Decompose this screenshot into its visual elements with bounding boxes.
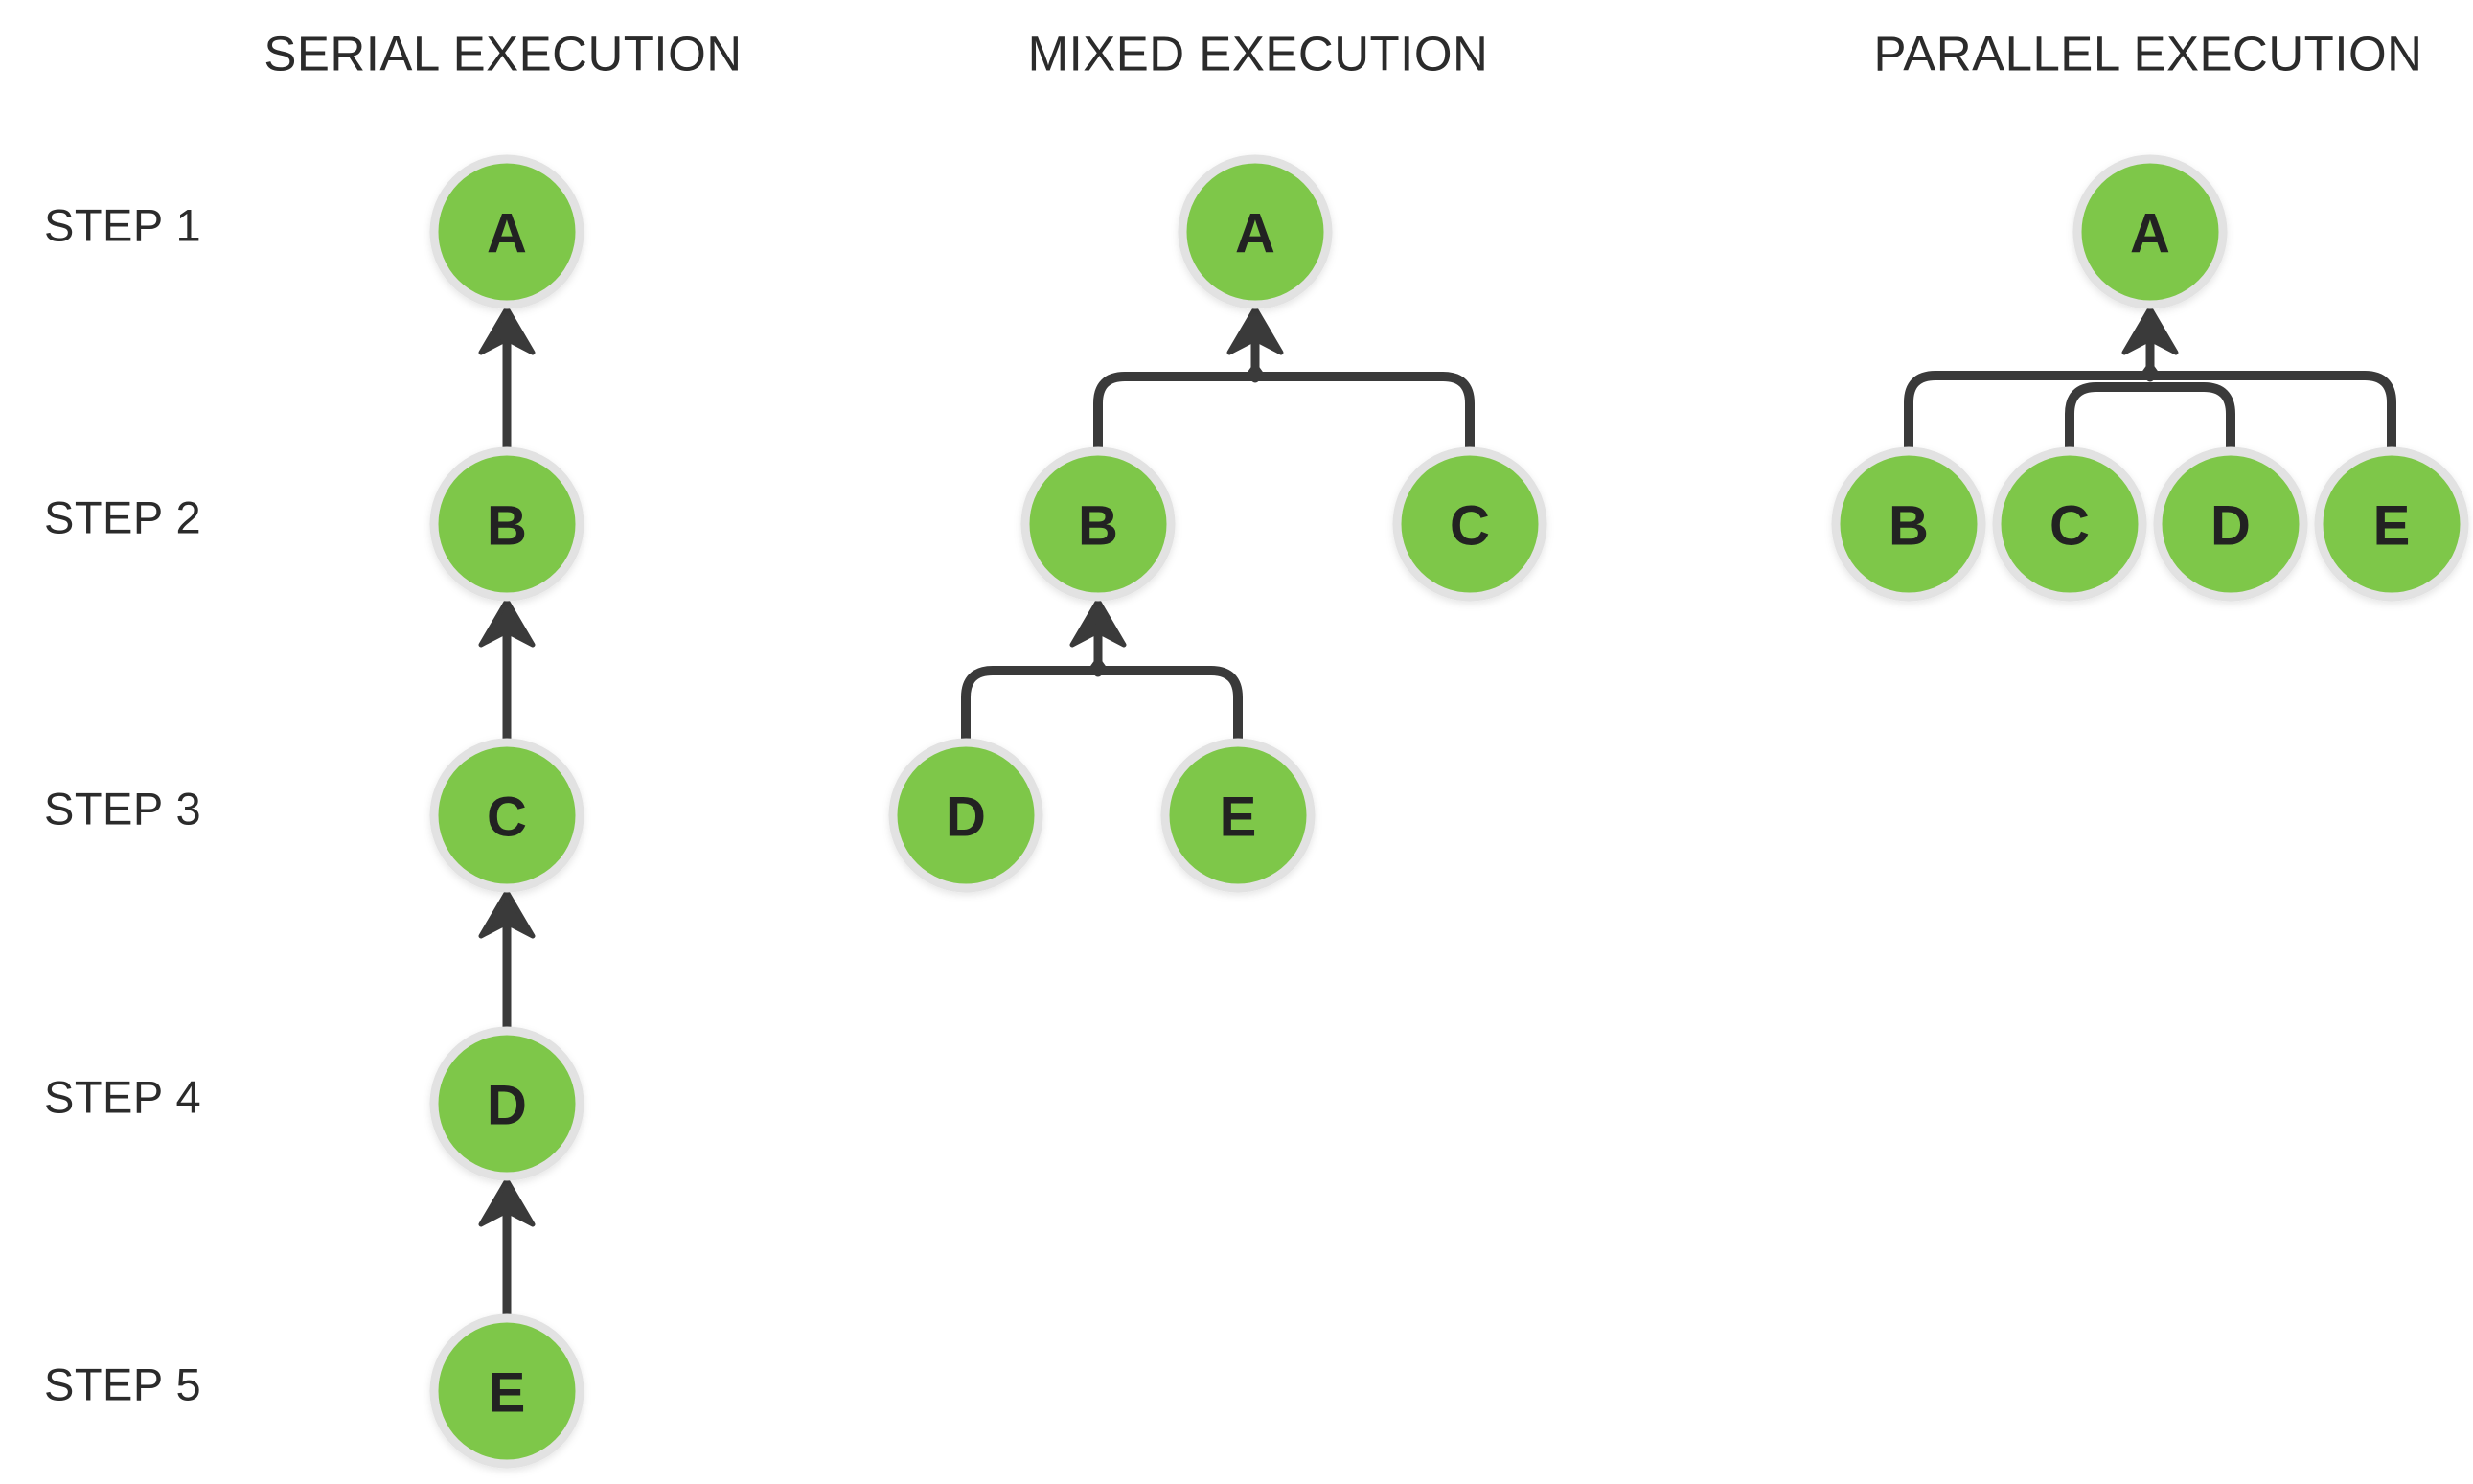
bracket-parallel-A-1 xyxy=(2065,382,2235,455)
serial-node-C-label: C xyxy=(487,787,527,849)
mixed-node-D xyxy=(888,738,1043,893)
mixed-node-D-label: D xyxy=(946,787,986,849)
mixed-node-C-label: C xyxy=(1450,495,1490,558)
column-title-serial: SERIAL EXECUTION xyxy=(263,27,742,81)
column-mixed-nodes: A B C D E xyxy=(888,154,1547,893)
junction-flare-A xyxy=(1241,361,1270,381)
column-serial-nodes: A B C D E xyxy=(429,154,584,1469)
step-label-3: STEP 3 xyxy=(44,784,201,834)
parallel-node-B-label: B xyxy=(1889,495,1929,558)
bracket-mixed-A-0 xyxy=(1093,372,1475,455)
junction-flare-B xyxy=(1084,655,1112,675)
parallel-node-B xyxy=(1831,446,1986,602)
serial-node-B xyxy=(429,446,584,602)
step-label-1: STEP 1 xyxy=(44,200,201,251)
step-label-5: STEP 5 xyxy=(44,1359,201,1410)
nodes-layer: A B C D E A B C D E A B C D E xyxy=(429,154,2469,1469)
serial-node-E xyxy=(429,1313,584,1469)
column-titles-layer: SERIAL EXECUTION MIXED EXECUTION PARALLEL … xyxy=(263,27,2422,81)
mixed-node-B xyxy=(1020,446,1176,602)
parallel-node-A-label: A xyxy=(2130,203,2170,265)
parallel-node-C xyxy=(1992,446,2147,602)
junction-flare-A xyxy=(2136,360,2164,380)
parallel-node-D xyxy=(2153,446,2308,602)
mixed-node-E xyxy=(1160,738,1316,893)
mixed-node-E-label: E xyxy=(1220,787,1257,849)
serial-node-A-label: A xyxy=(487,203,527,265)
serial-node-C xyxy=(429,738,584,893)
column-serial-connectors xyxy=(478,306,536,1319)
step-labels-layer: STEP 1 STEP 2 STEP 3 STEP 4 STEP 5 xyxy=(44,200,201,1410)
column-title-mixed: MIXED EXECUTION xyxy=(1028,27,1489,81)
serial-node-A xyxy=(429,154,584,309)
parallel-node-E xyxy=(2314,446,2469,602)
parallel-node-D-label: D xyxy=(2210,495,2251,558)
parallel-node-C-label: C xyxy=(2049,495,2090,558)
serial-node-B-label: B xyxy=(487,495,527,558)
serial-node-E-label: E xyxy=(489,1362,526,1425)
serial-node-D-label: D xyxy=(487,1075,527,1137)
column-parallel-connectors xyxy=(1904,306,2396,455)
mixed-node-B-label: B xyxy=(1078,495,1118,558)
mixed-node-A xyxy=(1178,154,1333,309)
column-mixed-connectors xyxy=(961,306,1475,746)
step-label-2: STEP 2 xyxy=(44,492,201,543)
column-title-parallel: PARALLEL EXECUTION xyxy=(1873,27,2422,81)
parallel-node-E-label: E xyxy=(2373,495,2411,558)
serial-node-D xyxy=(429,1026,584,1181)
column-parallel-nodes: A B C D E xyxy=(1831,154,2469,602)
step-label-4: STEP 4 xyxy=(44,1072,201,1123)
connectors-layer xyxy=(478,306,2396,1319)
mixed-node-A-label: A xyxy=(1235,203,1275,265)
bracket-mixed-B-1 xyxy=(961,666,1243,746)
parallel-node-A xyxy=(2072,154,2228,309)
mixed-node-C xyxy=(1392,446,1547,602)
